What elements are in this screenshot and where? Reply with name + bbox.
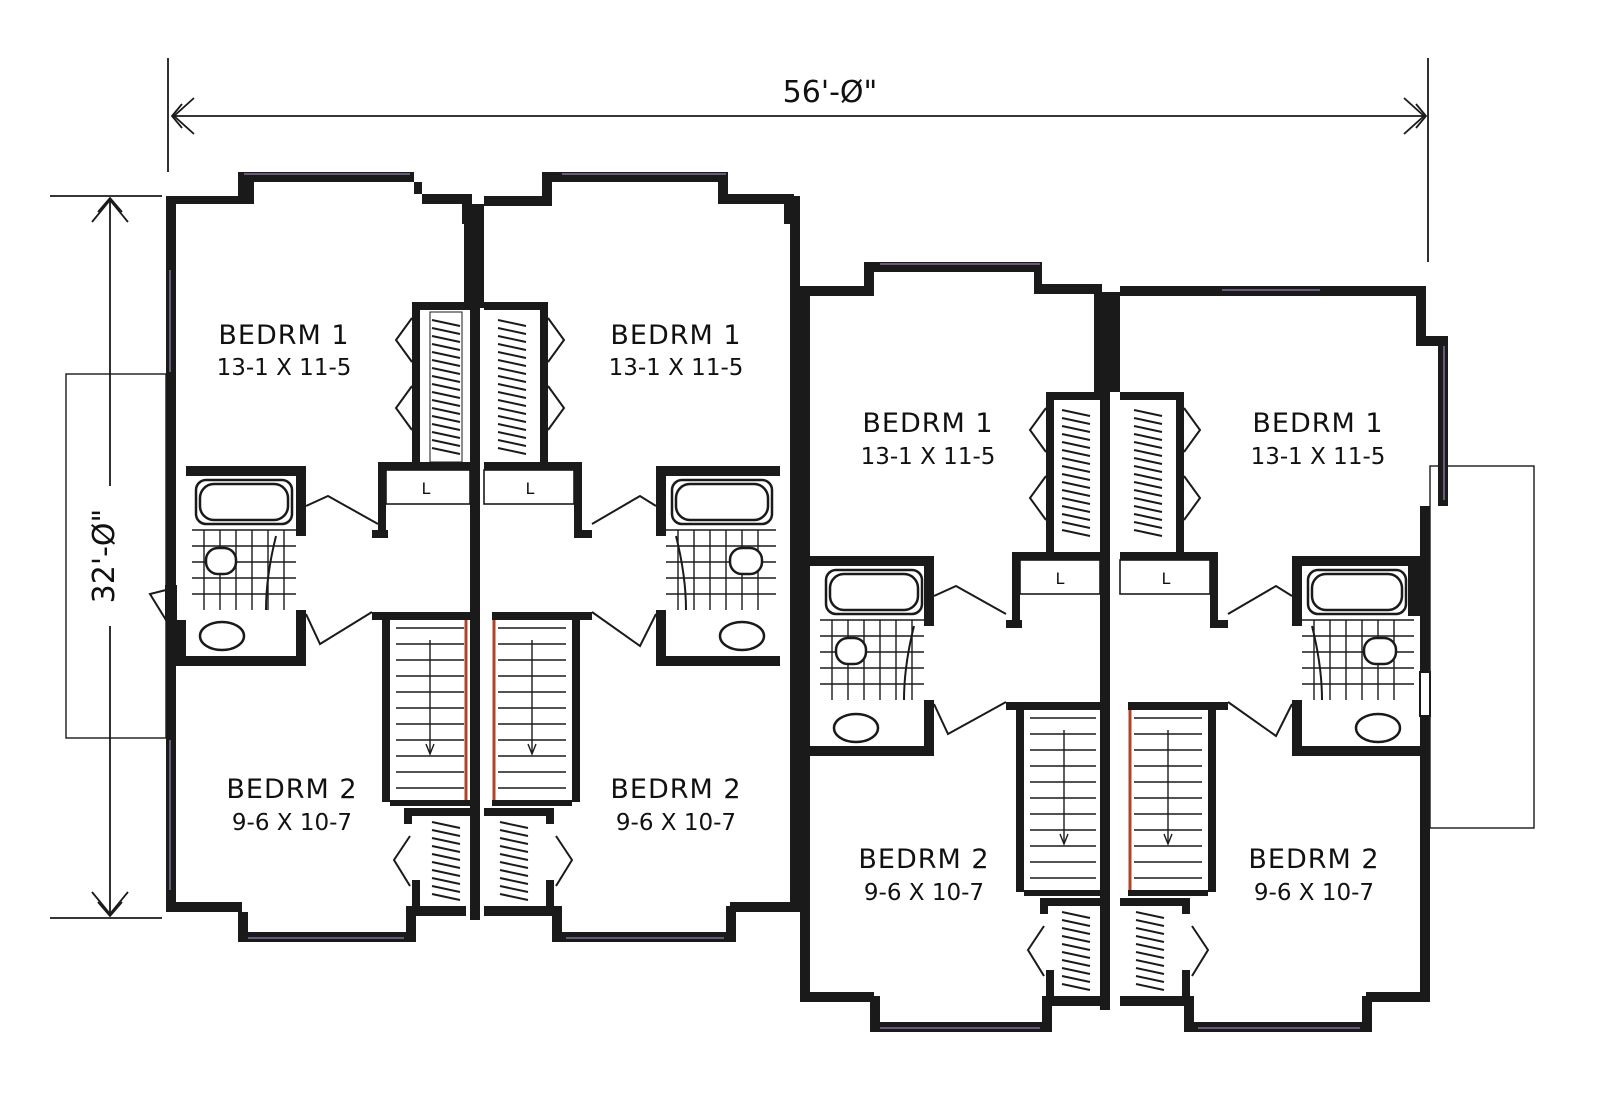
closet-rod-d-bottom (1135, 911, 1165, 991)
bedroom1-size-a: 13-1 X 11-5 (217, 355, 352, 381)
linen-closet-label-b: L (526, 479, 535, 498)
closet-rod-b-bottom (499, 821, 529, 901)
bedroom2-size-c: 9-6 X 10-7 (864, 880, 984, 906)
bedroom2-size-d: 9-6 X 10-7 (1254, 880, 1374, 906)
stairs-a (396, 627, 464, 789)
right-bay-outline (1429, 465, 1535, 829)
width-dimension: 56'-Ø" (167, 58, 1429, 262)
unit-d: L (1119, 286, 1448, 1032)
closet-rod-b-top (497, 319, 527, 455)
unit-c: L BEDRM 1 (794, 262, 1120, 1032)
bedroom2-size-b: 9-6 X 10-7 (616, 810, 736, 836)
bedroom2-name-b: BEDRM 2 (610, 774, 741, 805)
unit-b: L BE (483, 172, 800, 942)
depth-dimension-label: 32'-Ø" (87, 509, 122, 604)
bedroom2-size-a: 9-6 X 10-7 (232, 810, 352, 836)
stairs-d (1134, 717, 1202, 879)
stairs-b (498, 627, 566, 789)
depth-dimension: 32'-Ø" (50, 195, 162, 919)
closet-rod-a-top (429, 311, 463, 463)
bedroom1-size-d: 13-1 X 11-5 (1251, 444, 1386, 470)
stairs-c (1030, 717, 1096, 879)
bedroom2-name-a: BEDRM 2 (226, 774, 357, 805)
closet-rod-c-top (1061, 409, 1091, 537)
bedroom1-name-c: BEDRM 1 (862, 408, 993, 439)
closet-rod-d-top (1133, 409, 1163, 537)
bathroom-tile-b (666, 529, 776, 610)
linen-closet-label-d: L (1162, 569, 1171, 588)
bathroom-tile-c (820, 619, 924, 700)
bedroom2-name-d: BEDRM 2 (1248, 844, 1379, 875)
bathroom-tile-d (1302, 619, 1414, 700)
bedroom1-name-d: BEDRM 1 (1252, 408, 1383, 439)
closet-rod-c-bottom (1061, 911, 1091, 991)
bedroom1-size-c: 13-1 X 11-5 (861, 444, 996, 470)
linen-closet-label-c: L (1056, 569, 1065, 588)
linen-closet-label-a: L (422, 479, 431, 498)
bedroom1-size-b: 13-1 X 11-5 (609, 355, 744, 381)
unit-a: L (148, 172, 484, 942)
bedroom1-name-b: BEDRM 1 (610, 320, 741, 351)
bedroom2-name-c: BEDRM 2 (858, 844, 989, 875)
closet-rod-a-bottom (431, 821, 461, 901)
connecting-wall (790, 286, 810, 296)
width-dimension-label: 56'-Ø" (783, 75, 878, 110)
bedroom1-name-a: BEDRM 1 (218, 320, 349, 351)
